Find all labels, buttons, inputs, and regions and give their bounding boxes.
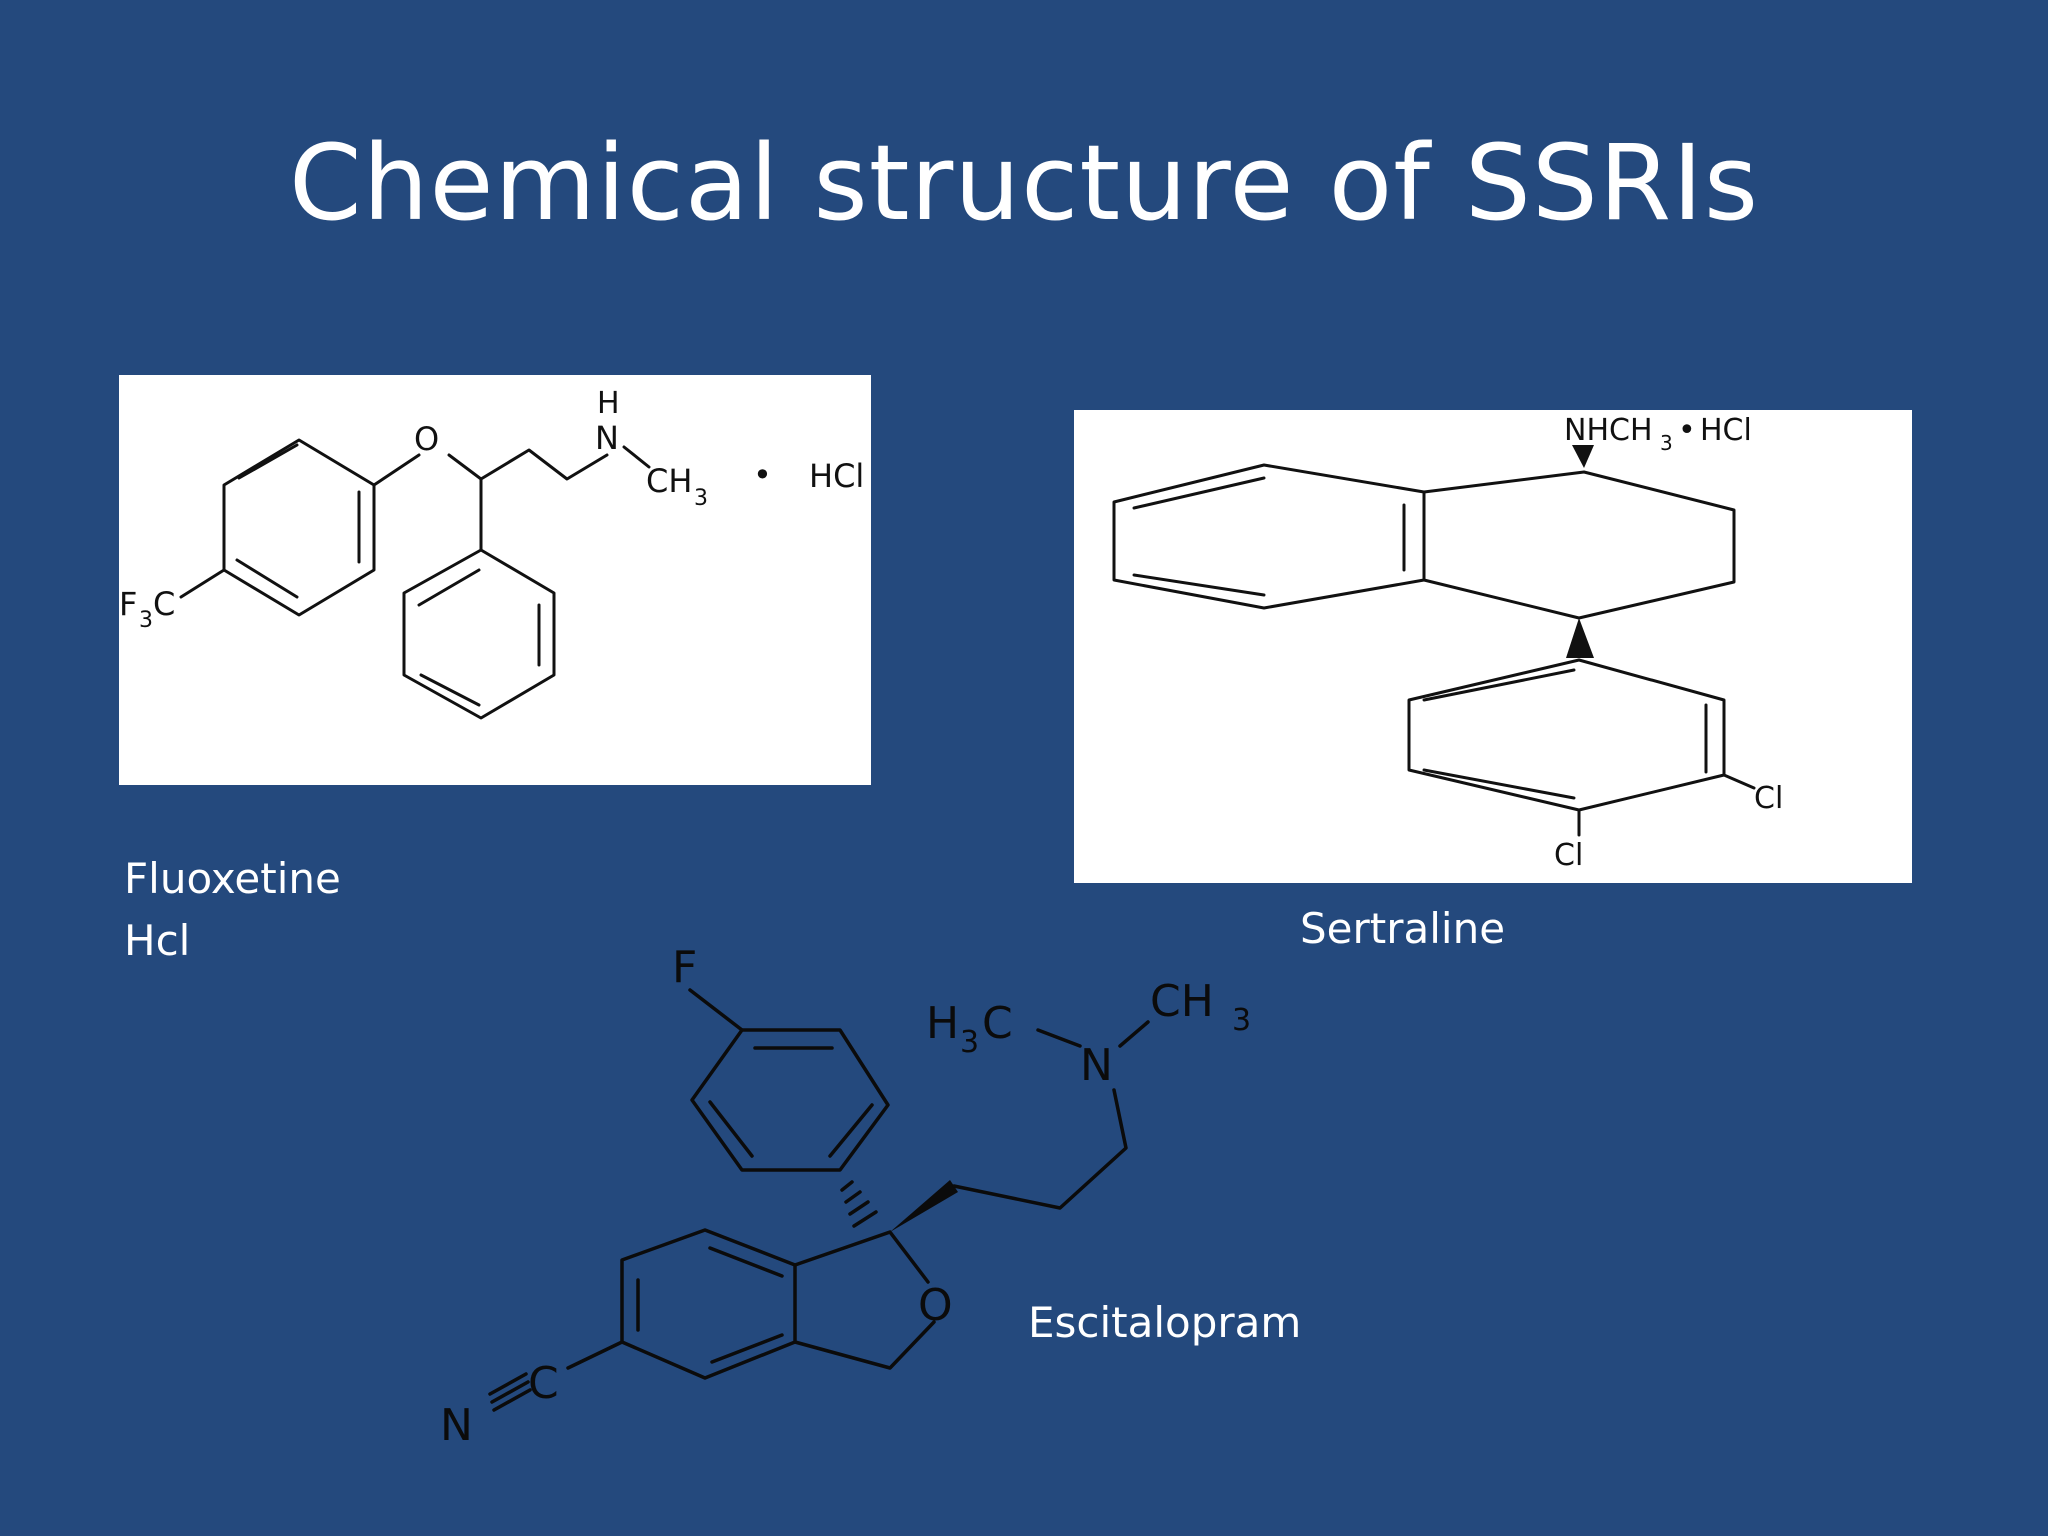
escitalopram-label-n-amine: N: [1080, 1040, 1113, 1091]
fluoxetine-ring-left-inner-2: [235, 558, 299, 599]
escitalopram-label-ch-sub: 3: [1232, 1003, 1251, 1038]
fluoxetine-n-ch3-bond: [622, 445, 651, 469]
sertraline-ring-dcp-inner-1: [1422, 668, 1576, 702]
sertraline-label-dot: •: [1678, 413, 1696, 448]
fluoxetine-label-h: H: [597, 386, 620, 421]
sertraline-label-nhch: NHCH: [1564, 413, 1653, 448]
escitalopram-label-ch: CH: [1150, 976, 1214, 1027]
fluoxetine-ring-lower-inner-3: [419, 673, 481, 707]
fluoxetine-ring-lower-inner-2: [417, 568, 481, 607]
escitalopram-ring-benzo-inner-3: [710, 1333, 784, 1364]
fluoxetine-cf3-bond: [179, 568, 226, 599]
escitalopram-n-left-methyl-bond: [1036, 1028, 1082, 1048]
fluoxetine-diagram: F 3 C O H N CH 3 • HCl: [119, 386, 864, 720]
fluoxetine-chain: [479, 448, 609, 481]
escitalopram-label-h3c-h: H: [926, 998, 959, 1049]
escitalopram-ring-fp-inner-3: [828, 1103, 874, 1158]
escitalopram-label-nc-c: C: [528, 1358, 559, 1409]
escitalopram-label-nc-n: N: [440, 1400, 473, 1450]
sertraline-caption: Sertraline: [1300, 904, 1506, 953]
fluoxetine-label-ch-sub: 3: [694, 486, 708, 511]
escitalopram-ring-benzo-inner-2: [708, 1246, 784, 1278]
escitalopram-label-h3c-sub: 3: [960, 1025, 979, 1060]
sertraline-cl-right-bond: [1722, 773, 1756, 790]
escitalopram-n-right-methyl-bond: [1118, 1020, 1150, 1048]
fluoxetine-structure-image: F 3 C O H N CH 3 • HCl: [119, 375, 871, 785]
fluoxetine-label-ch: CH: [646, 462, 692, 500]
escitalopram-hashed-bond: [840, 1180, 878, 1228]
fluoxetine-label-o: O: [414, 420, 439, 458]
fluoxetine-label-c: C: [153, 585, 175, 623]
escitalopram-triple-bond: [488, 1372, 532, 1412]
fluoxetine-caption-line2: Hcl: [124, 916, 191, 965]
escitalopram-structure: F N H 3 C CH 3: [420, 930, 1300, 1450]
sertraline-structure-image: NHCH 3 • HCl Cl Cl: [1074, 410, 1912, 883]
fluoxetine-ring-lower: [402, 548, 556, 720]
sertraline-label-nhch-sub: 3: [1660, 431, 1673, 455]
fluoxetine-ring-left-inner-3: [237, 443, 299, 480]
fluoxetine-label-hcl: HCl: [809, 457, 864, 495]
escitalopram-ring-fp-inner-2: [708, 1100, 754, 1158]
escitalopram-ring-furan-lower: [793, 1320, 936, 1370]
fluoxetine-o-c-bond: [447, 453, 483, 481]
sertraline-ring-dichlorophenyl: [1407, 658, 1726, 812]
sertraline-ring-dcp-inner-3: [1422, 768, 1576, 800]
fluoxetine-label-n: N: [595, 419, 619, 457]
sertraline-diagram: NHCH 3 • HCl Cl Cl: [1112, 413, 1783, 873]
escitalopram-label-f: F: [672, 942, 697, 993]
escitalopram-label-o: O: [918, 1280, 953, 1331]
sertraline-ring-aromatic-inner-2: [1132, 573, 1266, 597]
fluoxetine-label-f: F: [119, 585, 137, 623]
escitalopram-label-h3c-c: C: [982, 998, 1013, 1049]
escitalopram-solid-wedge: [890, 1180, 958, 1232]
sertraline-label-cl-bottom: Cl: [1554, 838, 1583, 873]
sertraline-label-hcl: HCl: [1700, 413, 1752, 448]
escitalopram-propyl-chain: [952, 1088, 1128, 1210]
sertraline-ring-saturated: [1422, 470, 1736, 620]
escitalopram-ring-fluorophenyl: [690, 1028, 890, 1172]
fluoxetine-label-dot: •: [753, 456, 772, 494]
fluoxetine-ring-o-bond: [372, 453, 421, 487]
sertraline-aryl-wedge: [1566, 618, 1594, 658]
fluoxetine-caption-line1: Fluoxetine: [124, 854, 341, 903]
slide-title: Chemical structure of SSRIs: [288, 122, 1760, 244]
escitalopram-caption: Escitalopram: [1028, 1298, 1302, 1347]
escitalopram-ring-benzo: [620, 1228, 797, 1380]
sertraline-n-wedge: [1572, 445, 1594, 468]
fluoxetine-caption: Fluoxetine Hcl: [124, 848, 341, 972]
sertraline-label-cl-right: Cl: [1754, 781, 1783, 816]
escitalopram-ring-furan: [793, 1230, 930, 1284]
fluoxetine-ring-left: [222, 438, 376, 617]
sertraline-ring-aromatic-inner-1: [1132, 476, 1266, 510]
fluoxetine-label-f-sub: 3: [139, 608, 153, 633]
sertraline-ring-aromatic: [1112, 463, 1426, 610]
escitalopram-diagram: F N H 3 C CH 3: [440, 942, 1251, 1450]
escitalopram-aryl-nitrile-bond: [566, 1340, 624, 1370]
escitalopram-f-bond: [688, 988, 744, 1032]
